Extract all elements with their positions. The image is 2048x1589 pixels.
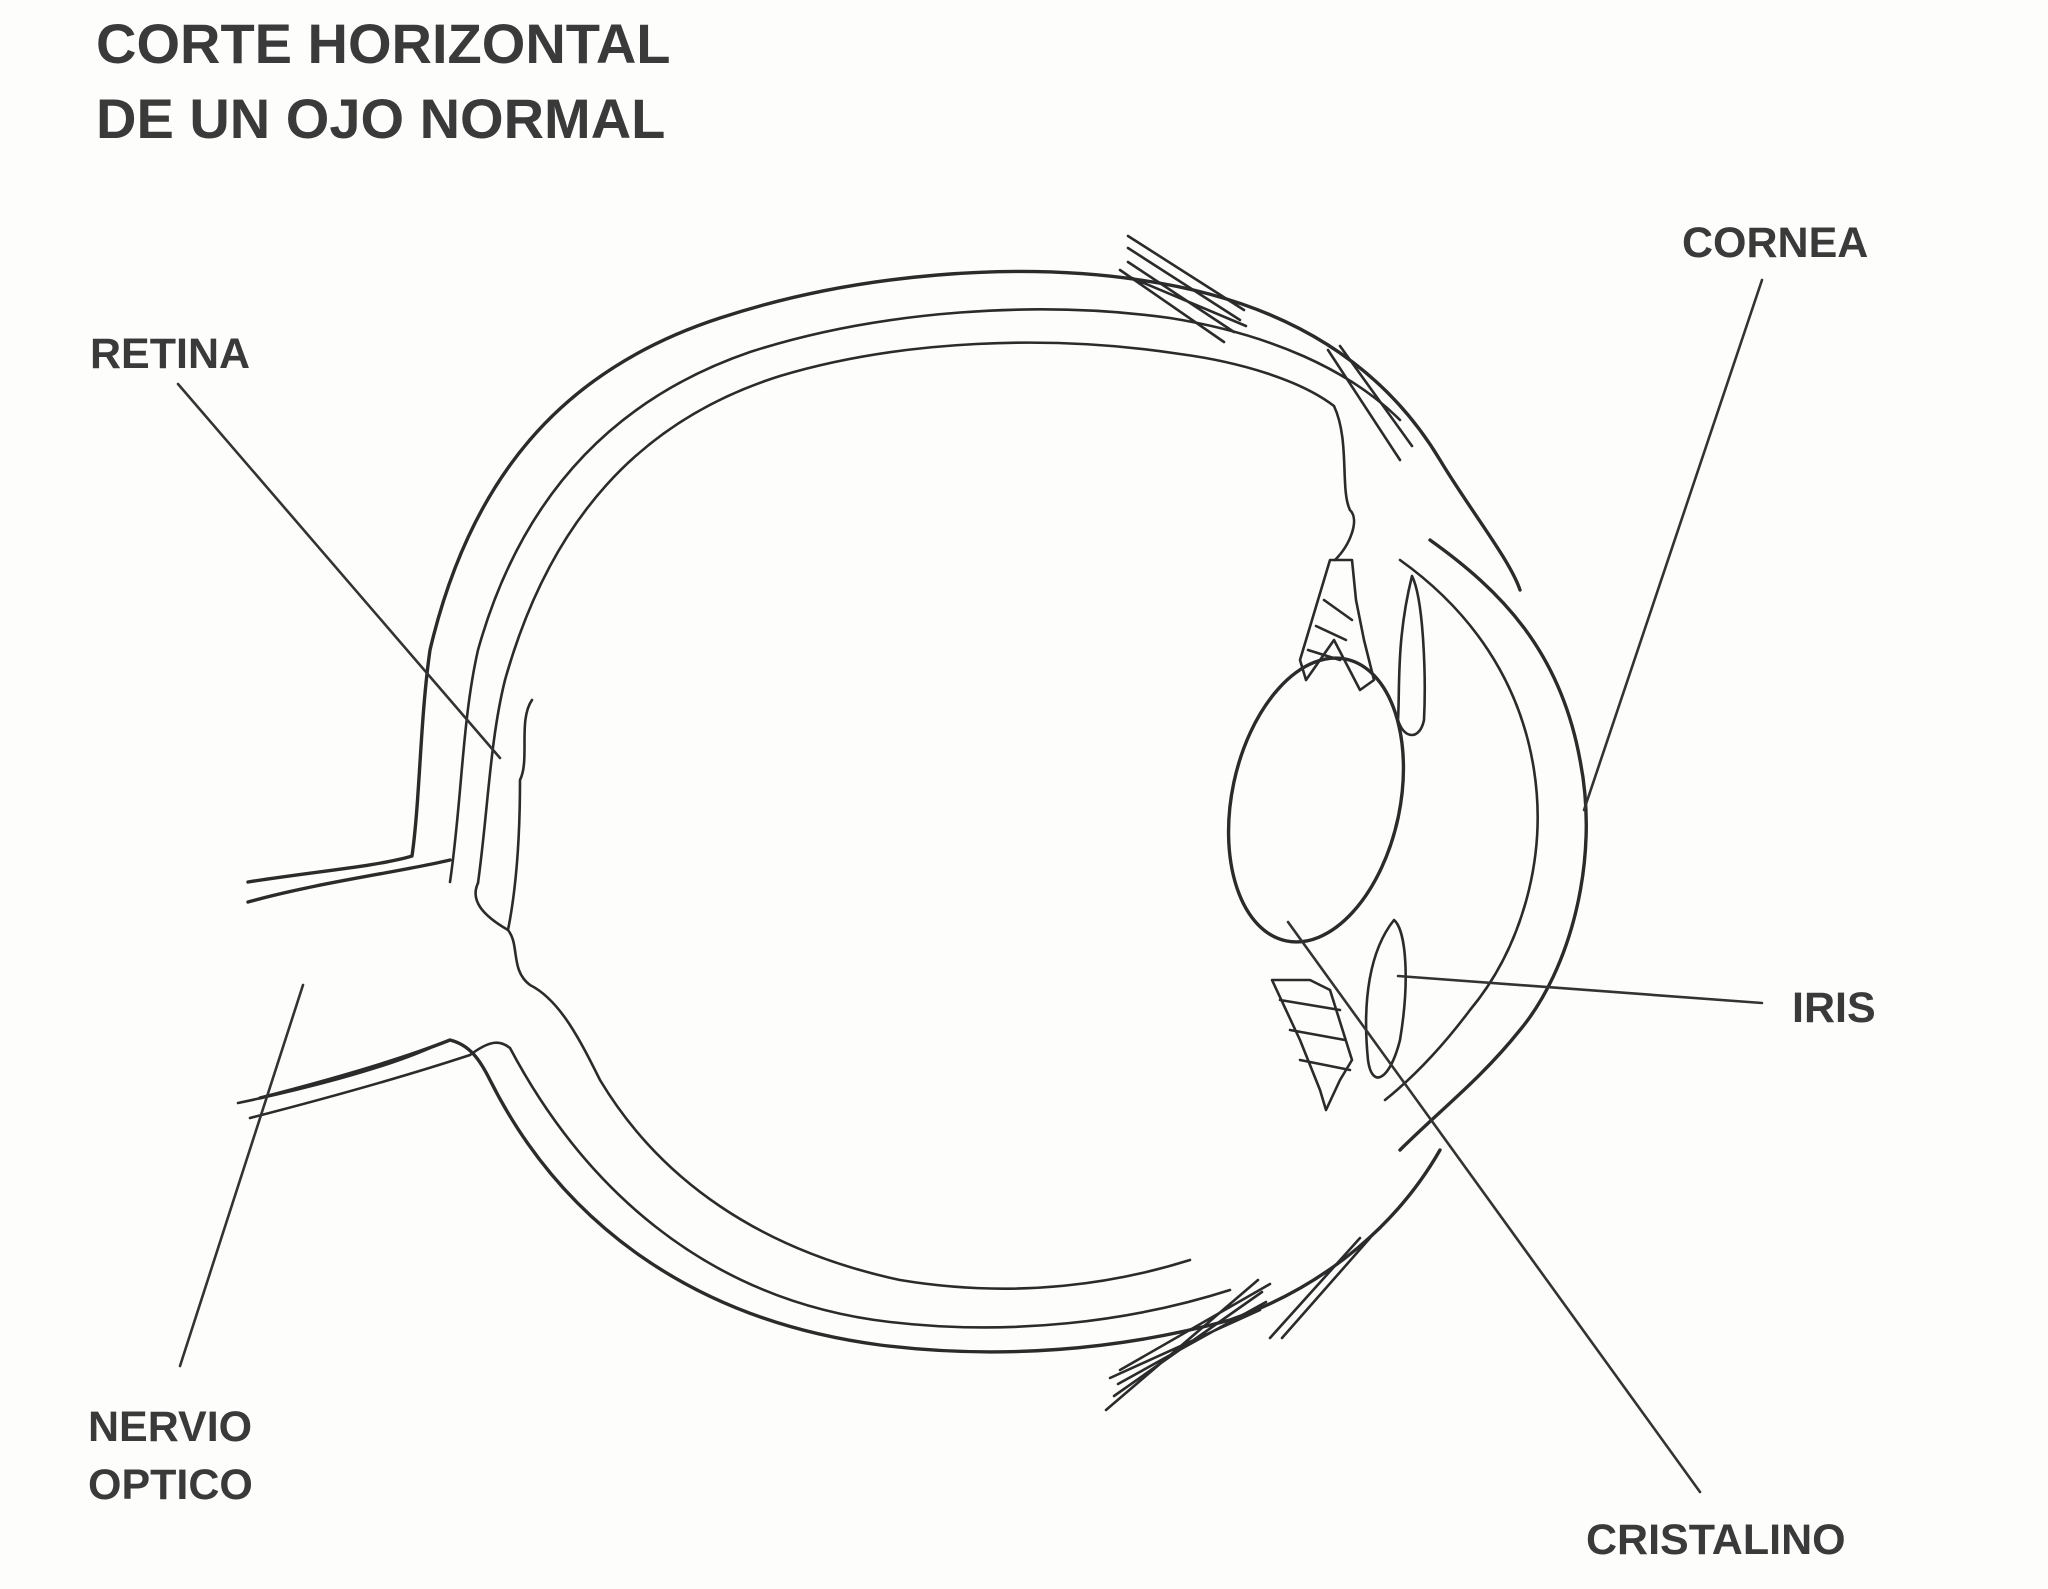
- choroid-upper: [448, 308, 1402, 884]
- iris-leader-line: [1396, 974, 1764, 1005]
- lower-muscle-lines: [1104, 1236, 1372, 1412]
- retina-inner-wall: [506, 698, 534, 932]
- cristalino-leader-line: [1286, 920, 1702, 1494]
- diagram-title-line-1: CORTE HORIZONTAL: [96, 12, 671, 75]
- retina-lower: [474, 881, 1192, 1290]
- cornea-inner: [1383, 558, 1539, 1102]
- cornea-leader-line: [1582, 278, 1764, 812]
- ciliary-body-lower: [1270, 978, 1354, 1112]
- label-retina: RETINA: [90, 330, 251, 378]
- sclera-outer-lower: [258, 1038, 1442, 1354]
- choroid-lower: [248, 1041, 1232, 1329]
- label-cornea: CORNEA: [1682, 219, 1869, 267]
- retina-upper: [476, 341, 1356, 885]
- retina-leader-line: [176, 382, 502, 760]
- label-iris: IRIS: [1792, 984, 1876, 1032]
- optic-nerve-lower: [236, 1046, 432, 1105]
- label-nervio-optico: NERVIO OPTICO: [88, 1398, 253, 1514]
- iris-lower: [1364, 918, 1407, 1079]
- sclera-outer-upper: [246, 269, 1522, 884]
- upper-muscle-lines: [1118, 234, 1414, 462]
- iris-upper: [1396, 574, 1426, 737]
- label-cristalino: CRISTALINO: [1586, 1516, 1846, 1564]
- nervio-leader-line: [178, 983, 305, 1368]
- ciliary-body-upper: [1298, 558, 1376, 692]
- label-nervio-line-1: NERVIO: [88, 1403, 253, 1451]
- lens: [1226, 656, 1406, 944]
- label-nervio-line-2: OPTICO: [88, 1461, 253, 1509]
- diagram-title-line-2: DE UN OJO NORMAL: [96, 87, 666, 150]
- optic-nerve-upper: [246, 858, 452, 904]
- cornea-outer: [1398, 538, 1588, 1152]
